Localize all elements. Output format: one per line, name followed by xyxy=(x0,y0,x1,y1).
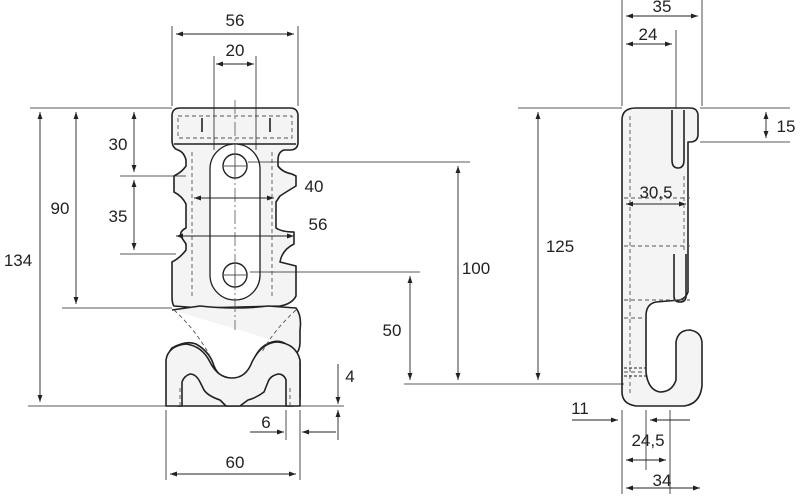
side-lower-slot xyxy=(673,254,687,303)
front-view xyxy=(165,100,302,407)
dim-100: 100 xyxy=(462,259,490,278)
dim-56-top: 56 xyxy=(226,11,245,30)
dim-125: 125 xyxy=(546,237,574,256)
dimension-lines xyxy=(37,13,769,491)
front-view-hook-lower xyxy=(165,341,301,407)
side-hatch xyxy=(624,367,646,377)
dim-56-body: 56 xyxy=(309,215,328,234)
dim-34: 34 xyxy=(653,471,672,490)
dim-30-5: 30,5 xyxy=(639,183,672,202)
dim-30: 30 xyxy=(109,135,128,154)
dim-35: 35 xyxy=(109,207,128,226)
dim-4: 4 xyxy=(345,367,354,386)
dim-15: 15 xyxy=(777,117,796,136)
dim-134: 134 xyxy=(4,251,32,270)
dim-35-side: 35 xyxy=(653,0,672,16)
dim-60: 60 xyxy=(226,453,245,472)
side-view xyxy=(621,107,703,407)
front-hidden-hook xyxy=(173,309,297,357)
front-hidden-cap xyxy=(177,115,293,139)
dim-40: 40 xyxy=(305,177,324,196)
side-view-body xyxy=(621,107,703,407)
dim-90: 90 xyxy=(51,199,70,218)
dim-50: 50 xyxy=(383,321,402,340)
dim-24-5: 24,5 xyxy=(631,431,664,450)
front-top-marks xyxy=(201,118,271,132)
dim-24: 24 xyxy=(639,25,658,44)
dim-6: 6 xyxy=(261,413,270,432)
front-hidden-feet xyxy=(179,386,291,406)
extension-lines xyxy=(28,0,790,494)
side-hidden-lines xyxy=(629,116,685,396)
side-top-slot xyxy=(671,110,685,169)
dim-11: 11 xyxy=(571,399,589,418)
dimension-labels: 56 20 30 35 90 134 40 56 4 6 60 100 50 3… xyxy=(4,0,796,490)
dim-20: 20 xyxy=(226,41,245,60)
